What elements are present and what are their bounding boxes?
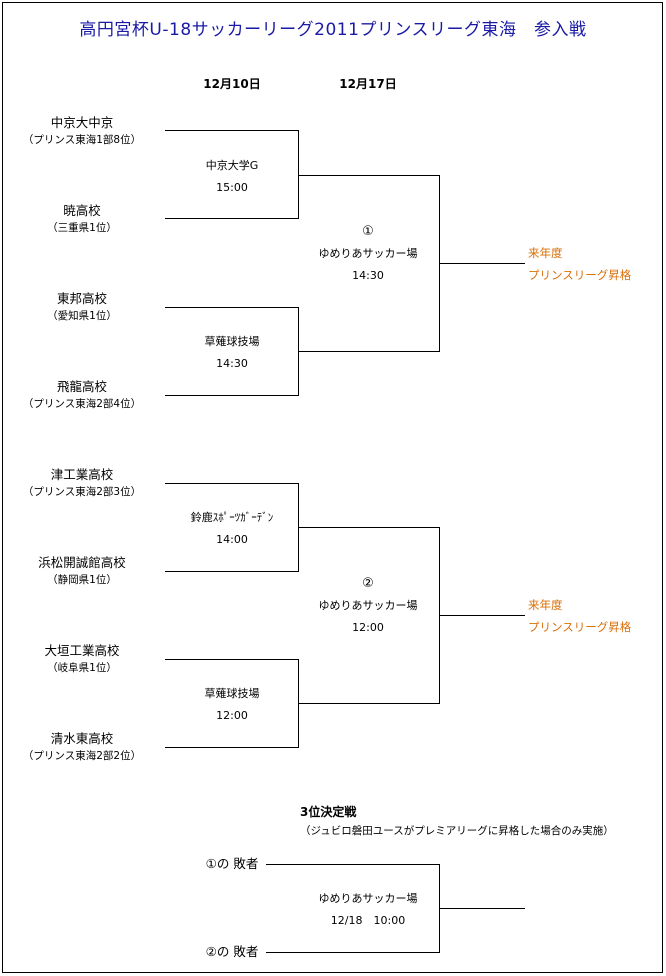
- result-label: 来年度: [528, 246, 563, 260]
- match-venue: 鈴鹿ｽﾎﾟｰﾂｶﾞｰﾃﾞﾝ: [190, 511, 274, 524]
- team-name: 清水東高校: [50, 731, 114, 746]
- result-label: プリンスリーグ昇格: [528, 268, 632, 282]
- match-venue: ゆめりあサッカー場: [318, 247, 418, 260]
- bracket-line: [165, 307, 299, 396]
- date-round1: 12月10日: [203, 77, 261, 91]
- bracket-line: [298, 527, 440, 704]
- team-qualification: （プリンス東海2部2位）: [22, 750, 142, 762]
- bracket-line: [165, 483, 299, 572]
- match-time: 12:00: [352, 621, 384, 634]
- team-qualification: （プリンス東海1部8位）: [22, 134, 142, 146]
- result-label: プリンスリーグ昇格: [528, 620, 632, 634]
- bracket-line: [165, 130, 299, 219]
- match-time: 14:00: [216, 533, 248, 546]
- match-venue: ゆめりあサッカー場: [318, 599, 418, 612]
- third-place-title: 3位決定戦: [300, 805, 357, 819]
- date-round2: 12月17日: [339, 77, 397, 91]
- match-number: ①: [362, 224, 374, 239]
- team-name: 津工業高校: [50, 467, 114, 482]
- team-qualification: （三重県1位）: [47, 222, 117, 234]
- team-name: 大垣工業高校: [44, 643, 120, 658]
- team-qualification: （愛知県1位）: [47, 310, 117, 322]
- third-place-loser: ①の 敗者: [205, 856, 259, 871]
- team-name: 中京大中京: [50, 115, 114, 130]
- result-label: 来年度: [528, 598, 563, 612]
- third-place-loser: ②の 敗者: [205, 944, 259, 959]
- team-qualification: （静岡県1位）: [47, 574, 117, 586]
- match-venue: 草薙球技場: [204, 687, 260, 700]
- team-name: 飛龍高校: [56, 379, 108, 394]
- team-name: 浜松開誠館高校: [38, 555, 126, 570]
- match-time: 14:30: [216, 357, 248, 370]
- bracket-line: [165, 659, 299, 748]
- match-venue: 中京大学G: [205, 159, 259, 172]
- match-venue: 草薙球技場: [204, 335, 260, 348]
- page-title: 高円宮杯U-18サッカーリーグ2011プリンスリーグ東海 参入戦: [79, 20, 587, 40]
- match-venue: ゆめりあサッカー場: [318, 892, 418, 905]
- match-time: 12/18 10:00: [330, 914, 406, 927]
- match-number: ②: [362, 576, 374, 591]
- match-time: 15:00: [216, 181, 248, 194]
- team-name: 暁高校: [63, 203, 101, 218]
- team-qualification: （プリンス東海2部4位）: [22, 398, 142, 410]
- match-time: 12:00: [216, 709, 248, 722]
- team-qualification: （プリンス東海2部3位）: [22, 486, 142, 498]
- bracket-line: [266, 864, 440, 953]
- team-name: 東邦高校: [56, 291, 108, 306]
- bracket-line: [298, 175, 440, 352]
- team-qualification: （岐阜県1位）: [47, 662, 117, 674]
- match-time: 14:30: [352, 269, 384, 282]
- third-place-note: （ジュビロ磐田ユースがプレミアリーグに昇格した場合のみ実施）: [300, 825, 614, 837]
